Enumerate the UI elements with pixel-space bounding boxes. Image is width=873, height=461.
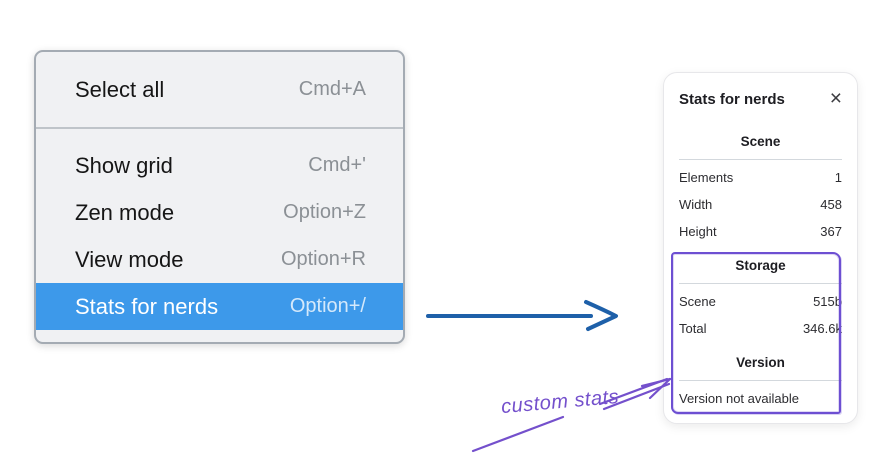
menu-item-shortcut: Cmd+A <box>298 78 366 100</box>
section-heading: Scene <box>740 134 781 149</box>
stat-row-scene-storage: Scene 515b <box>679 288 842 315</box>
section-storage: Storage Scene 515b Total 346.6k <box>679 257 842 342</box>
section-version: Version Version not available <box>679 354 842 412</box>
menu-item-label: View mode <box>75 246 184 272</box>
section-divider <box>679 380 842 381</box>
stat-value: 515b <box>813 294 842 309</box>
menu-item-label: Zen mode <box>75 199 175 225</box>
menu-item-view-mode[interactable]: View mode Option+R <box>36 236 403 283</box>
stat-label: Height <box>679 224 717 239</box>
menu-item-show-grid[interactable]: Show grid Cmd+' <box>36 142 403 189</box>
stat-label: Width <box>679 197 713 212</box>
close-icon[interactable]: × <box>829 87 842 110</box>
menu-group-bottom: Show grid Cmd+' Zen mode Option+Z View m… <box>36 129 403 342</box>
stat-label: Total <box>679 321 707 336</box>
section-scene: Scene Elements 1 Width 458 Height 367 <box>679 133 842 245</box>
menu-item-label: Show grid <box>75 152 173 178</box>
menu-item-shortcut: Cmd+' <box>308 154 366 176</box>
annotation-arrow-icon <box>471 377 672 453</box>
stats-panel-title: Stats for nerds <box>679 90 785 108</box>
menu-divider <box>36 127 403 129</box>
menu-group-top: Select all Cmd+A <box>36 52 403 127</box>
menu-item-select-all[interactable]: Select all Cmd+A <box>36 66 403 113</box>
menu-item-label: Stats for nerds <box>75 293 219 319</box>
stat-row-total-storage: Total 346.6k <box>679 315 842 342</box>
stat-value: 458 <box>820 197 842 212</box>
stat-label: Elements <box>679 170 734 185</box>
stat-row-height: Height 367 <box>679 218 842 245</box>
menu-item-shortcut: Option+/ <box>289 295 366 317</box>
section-heading: Storage <box>735 258 786 273</box>
section-divider <box>679 283 842 284</box>
version-note: Version not available <box>679 391 799 406</box>
stat-row-width: Width 458 <box>679 191 842 218</box>
context-menu: Select all Cmd+A Show grid Cmd+' Zen mod… <box>34 50 405 344</box>
section-heading: Version <box>736 355 785 370</box>
menu-item-stats-for-nerds[interactable]: Stats for nerds Option+/ <box>36 283 403 330</box>
stat-value: 346.6k <box>802 321 842 336</box>
menu-item-shortcut: Option+Z <box>283 201 366 223</box>
section-divider <box>679 159 842 160</box>
right-arrow-icon <box>426 300 618 331</box>
stat-label: Scene <box>679 294 716 309</box>
stats-panel-header: Stats for nerds × <box>679 87 842 110</box>
stat-row-elements: Elements 1 <box>679 164 842 191</box>
menu-item-zen-mode[interactable]: Zen mode Option+Z <box>36 189 403 236</box>
stats-panel: Stats for nerds × Scene Elements 1 Width… <box>663 72 858 424</box>
stat-value: 367 <box>820 224 842 239</box>
menu-item-label: Select all <box>75 76 165 102</box>
menu-item-shortcut: Option+R <box>280 248 366 270</box>
stat-value: 1 <box>834 170 842 185</box>
